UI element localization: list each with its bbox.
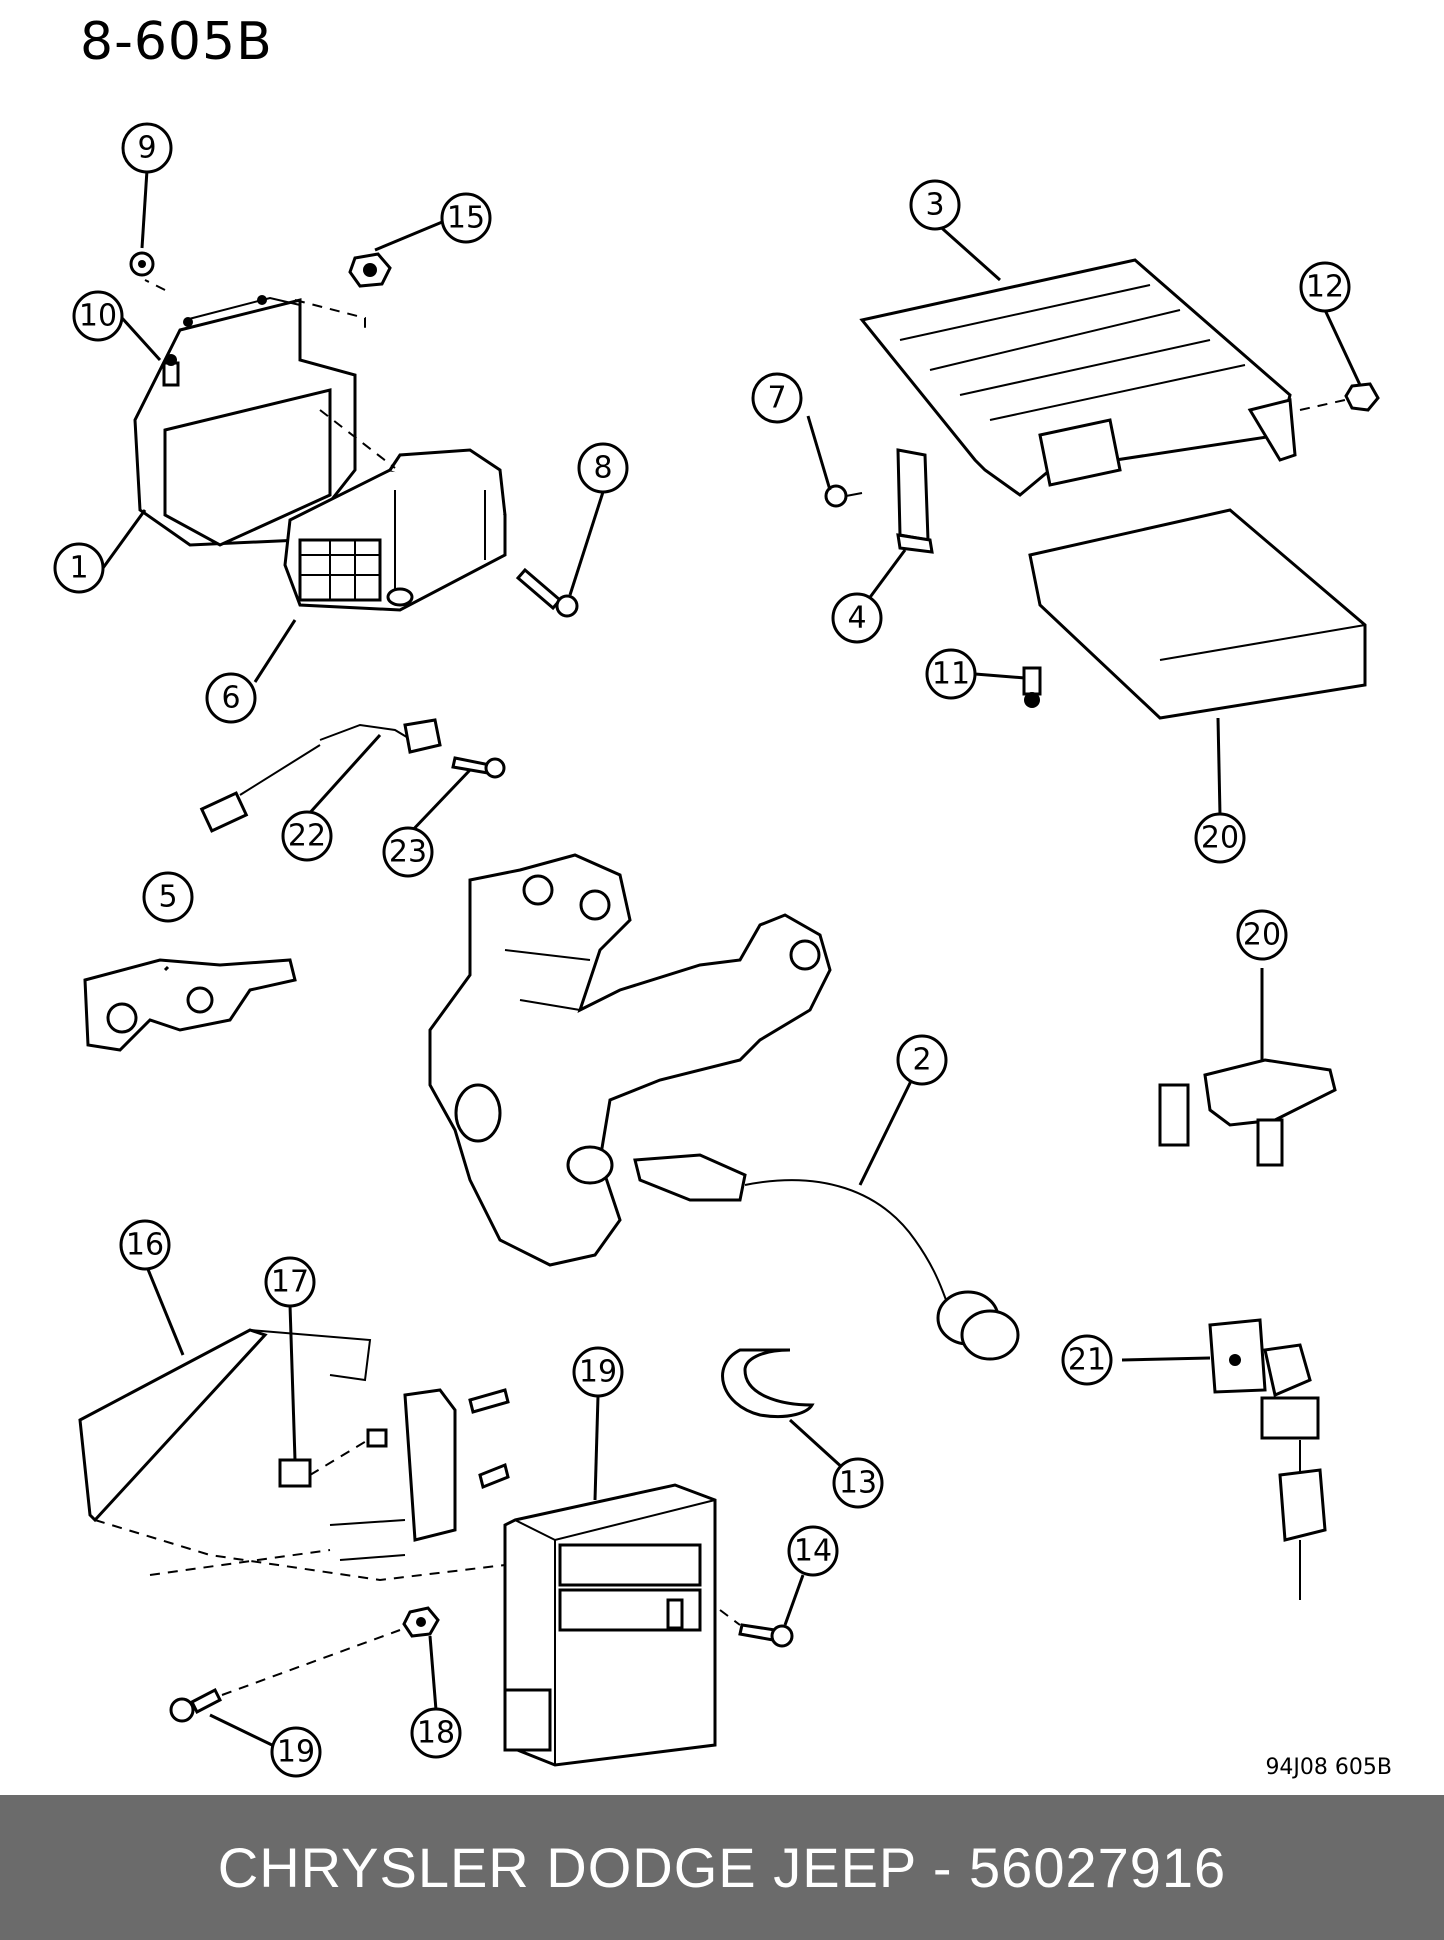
part-8-bolt <box>515 567 579 618</box>
stud-lower <box>478 1462 510 1490</box>
part-13-clip <box>721 1348 815 1419</box>
part-10-screw <box>162 354 180 387</box>
part-6-module <box>283 448 507 612</box>
part-23-sensor <box>199 718 442 833</box>
part-9-nut <box>129 251 155 277</box>
part-3-panel <box>859 258 1297 497</box>
exhaust-manifold <box>428 853 832 1267</box>
part-24-screw <box>451 756 506 779</box>
callout-5: 5 <box>142 871 194 923</box>
callout-23: 22 <box>281 810 333 862</box>
callout-9: 9 <box>121 122 173 174</box>
callout-10: 10 <box>72 290 124 342</box>
page-title: 8-605B <box>80 12 273 72</box>
svg-text:12: 12 <box>1306 270 1344 305</box>
part-7-screw <box>824 484 863 508</box>
svg-text:5: 5 <box>158 880 177 915</box>
svg-text:6: 6 <box>221 681 240 716</box>
svg-text:20: 20 <box>1201 821 1239 856</box>
stud-upper <box>468 1388 510 1414</box>
part-20-control-module-lower <box>503 1483 717 1767</box>
part-18-nut <box>402 1606 440 1638</box>
callout-17: 17 <box>264 1256 316 1308</box>
callout-14: 14 <box>787 1525 839 1577</box>
part-21-sensor-bracket <box>1158 1058 1337 1167</box>
part-5-bracket <box>83 958 297 1052</box>
part-12-nut <box>1344 382 1380 412</box>
svg-text:17: 17 <box>271 1265 309 1300</box>
part-22-connector <box>1208 1318 1327 1600</box>
svg-text:18: 18 <box>417 1716 455 1751</box>
svg-text:15: 15 <box>447 201 485 236</box>
reference-code: 94J08 605B <box>1265 1755 1392 1780</box>
callout-7: 7 <box>751 372 803 424</box>
callout-15: 15 <box>440 192 492 244</box>
callout-1: 1 <box>53 542 105 594</box>
svg-text:16: 16 <box>126 1228 164 1263</box>
callout-18: 18 <box>410 1707 462 1759</box>
callout-22: 21 <box>1061 1334 1113 1386</box>
footer-banner: CHRYSLER DODGE JEEP - 56027916 <box>0 1795 1444 1940</box>
callout-20-upper: 20 <box>1194 812 1246 864</box>
callout-12: 12 <box>1299 261 1351 313</box>
svg-text:19: 19 <box>277 1735 315 1770</box>
svg-text:23: 23 <box>389 835 427 870</box>
svg-text:20: 20 <box>1243 918 1281 953</box>
callout-20-lower: 19 <box>572 1346 624 1398</box>
svg-text:13: 13 <box>839 1466 877 1501</box>
svg-text:9: 9 <box>137 131 156 166</box>
svg-text:10: 10 <box>79 299 117 334</box>
part-16-cover <box>78 1328 506 1582</box>
callout-4: 4 <box>831 592 883 644</box>
part-2-oxygen-sensor <box>633 1153 1020 1361</box>
svg-text:22: 22 <box>288 819 326 854</box>
parts-diagram: 9 15 10 1 8 6 3 12 7 4 11 20 22 23 5 20 … <box>53 122 1380 1778</box>
svg-text:4: 4 <box>847 601 866 636</box>
callout-24: 23 <box>382 826 434 878</box>
svg-text:19: 19 <box>579 1355 617 1390</box>
svg-text:7: 7 <box>767 381 786 416</box>
part-4-bracket <box>896 448 934 554</box>
callout-6: 6 <box>205 672 257 724</box>
callout-2: 2 <box>896 1034 948 1086</box>
part-17-bracket <box>278 1388 457 1561</box>
callout-13: 13 <box>832 1457 884 1509</box>
part-14-screw <box>738 1623 794 1648</box>
part-19-bolt <box>169 1687 223 1723</box>
svg-text:8: 8 <box>593 451 612 486</box>
callout-11: 11 <box>925 648 977 700</box>
svg-text:21: 21 <box>1068 1343 1106 1378</box>
svg-text:11: 11 <box>932 657 970 692</box>
callout-3: 3 <box>909 179 961 231</box>
svg-text:14: 14 <box>794 1534 832 1569</box>
part-20-control-module-upper <box>1028 508 1367 720</box>
svg-text:2: 2 <box>912 1043 931 1078</box>
part-11-screw <box>1022 666 1042 708</box>
callout-8: 8 <box>577 442 629 494</box>
footer-part-number: CHRYSLER DODGE JEEP - 56027916 <box>217 1836 1227 1899</box>
callout-21: 20 <box>1236 909 1288 961</box>
callout-16: 16 <box>119 1219 171 1271</box>
callout-19: 19 <box>270 1726 322 1778</box>
part-15-nut <box>348 252 392 288</box>
svg-text:3: 3 <box>925 188 944 223</box>
svg-text:1: 1 <box>69 551 88 586</box>
